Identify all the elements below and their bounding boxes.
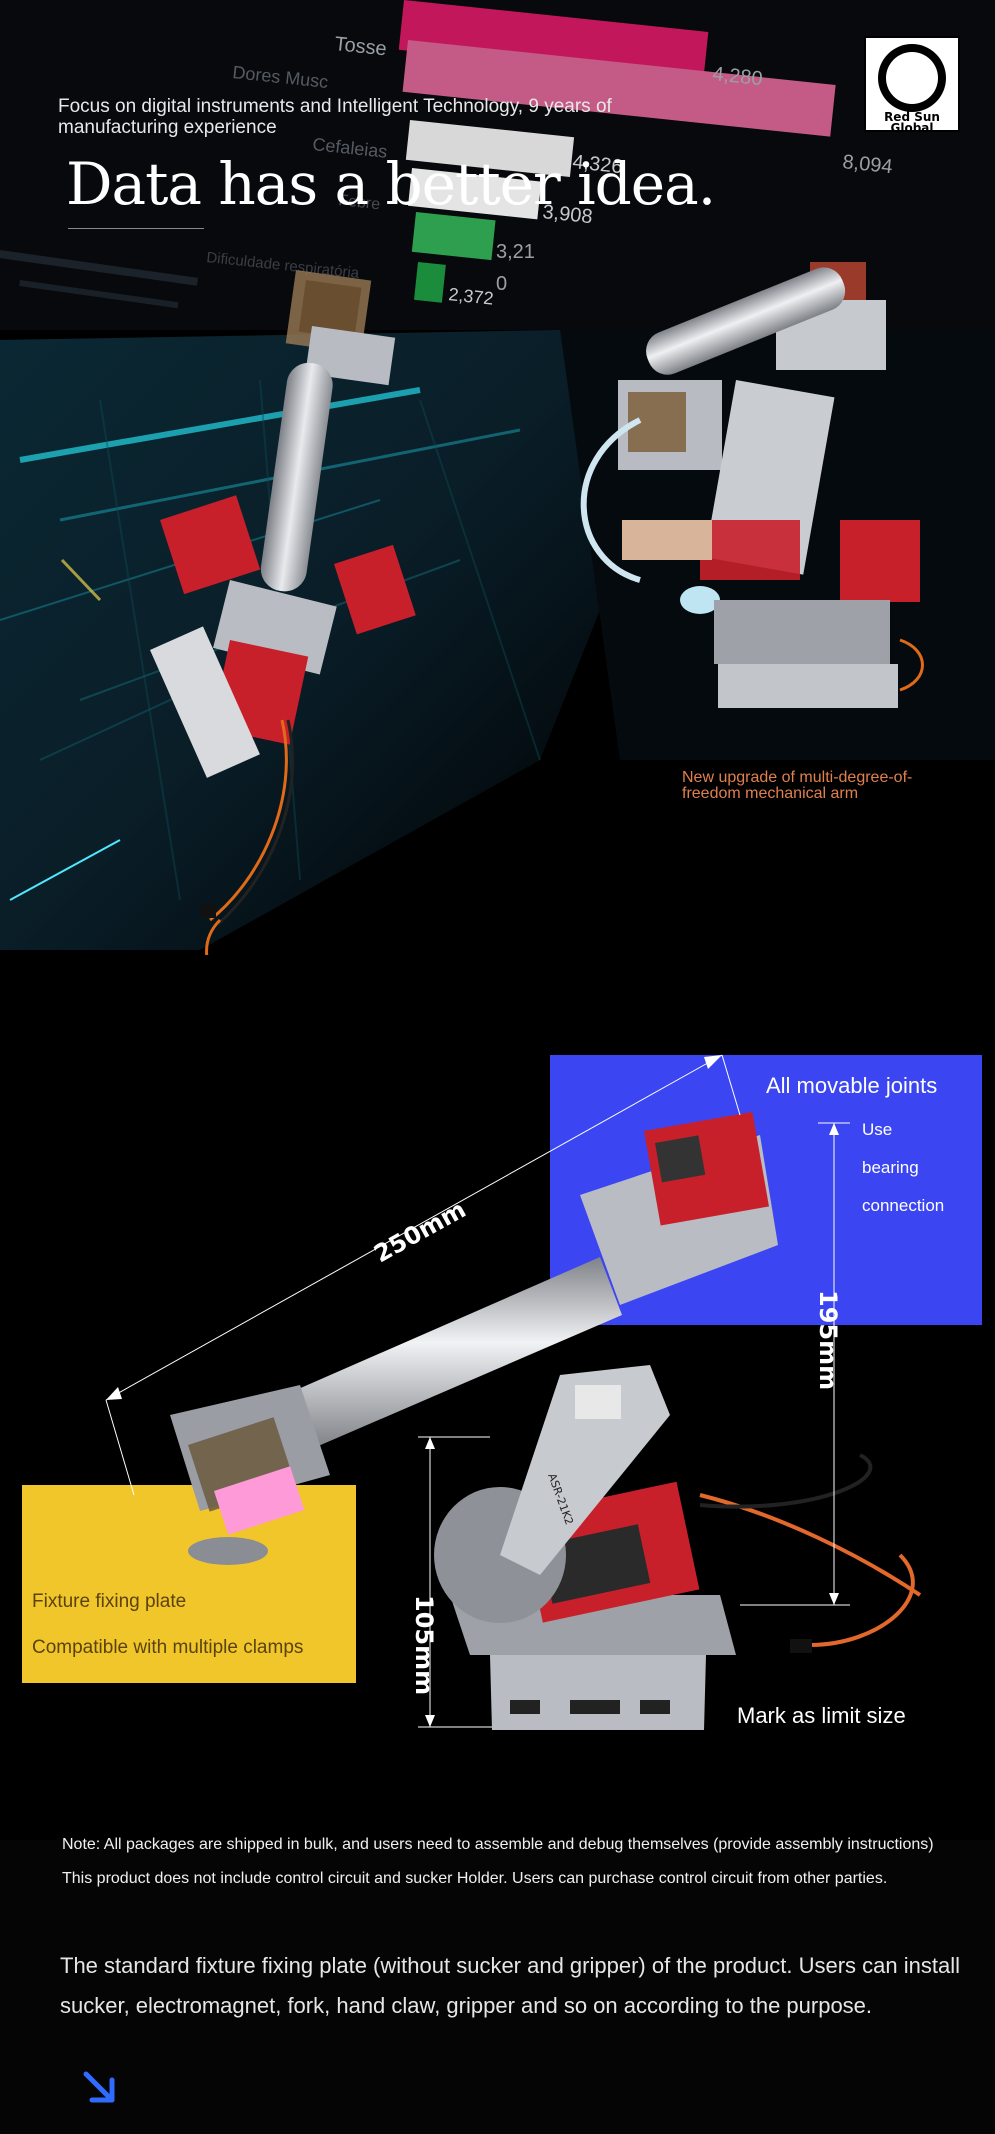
bg-bar bbox=[405, 120, 575, 178]
bg-bar bbox=[398, 0, 709, 82]
bg-bar bbox=[408, 168, 542, 220]
fixture-info-box bbox=[22, 1485, 356, 1683]
arrow-down-right-icon bbox=[83, 2071, 115, 2103]
bg-chart-value: 8,094 bbox=[841, 151, 893, 178]
circle-logo-icon bbox=[878, 44, 946, 112]
assembly-note: Note: All packages are shipped in bulk, … bbox=[62, 1836, 934, 1853]
dim-base-label: 105mm bbox=[410, 1595, 438, 1695]
standard-fixture-description: The standard fixture fixing plate (witho… bbox=[60, 1953, 961, 2018]
limit-size-caption: Mark as limit size bbox=[737, 1703, 906, 1728]
bg-chart-label: Tosse bbox=[333, 33, 387, 60]
hero-background: Tosse Dores Musc Cefaleias Febre Dificul… bbox=[0, 0, 995, 955]
control-circuit-note: This product does not include control ci… bbox=[62, 1870, 888, 1887]
robot-arm-left-image bbox=[149, 270, 416, 955]
brand-logo: Red Sun Global bbox=[864, 36, 960, 135]
dimension-diagram-section: ASR-21K2 250mm 195mm 105mm All movable j… bbox=[0, 955, 995, 1840]
logo-text: Red Sun Global bbox=[884, 110, 940, 135]
hero-tagline: Focus on digital instruments and Intelli… bbox=[58, 96, 612, 138]
joints-line: connection bbox=[862, 1196, 945, 1215]
bg-bar bbox=[414, 262, 446, 303]
bg-chart-label: Febre bbox=[338, 192, 381, 213]
joints-title: All movable joints bbox=[766, 1073, 938, 1098]
notes-section bbox=[0, 1840, 995, 2134]
hero-section: Tosse Dores Musc Cefaleias Febre Dificul… bbox=[0, 0, 995, 955]
arm-dimension-diagram: ASR-21K2 250mm 195mm 105mm bbox=[105, 1054, 922, 1730]
hero-headline: Data has a better idea. bbox=[66, 150, 716, 218]
fixture-line: Compatible with multiple clamps bbox=[32, 1637, 304, 1658]
bg-bar bbox=[411, 211, 496, 261]
bg-chart-value: 3,21 bbox=[496, 241, 535, 263]
dim-length-label: 250mm bbox=[369, 1195, 470, 1268]
fixture-line: Fixture fixing plate bbox=[32, 1591, 187, 1612]
headline-underline bbox=[68, 228, 204, 229]
bg-chart-value: 0 bbox=[496, 273, 507, 295]
bg-chart-value: 4,280 bbox=[711, 63, 763, 90]
dimension-arrowheads bbox=[106, 1055, 839, 1727]
dim-height-label: 195mm bbox=[814, 1290, 842, 1390]
joints-line: Use bbox=[862, 1120, 893, 1139]
bg-bar bbox=[402, 39, 836, 137]
robot-arm-main-image: ASR-21K2 bbox=[170, 1111, 922, 1730]
upgrade-caption: New upgrade of multi-degree-of-freedom m… bbox=[682, 769, 913, 802]
bg-chart-value: 3,908 bbox=[541, 201, 593, 228]
joints-line: bearing bbox=[862, 1158, 919, 1177]
bg-chart-value: 4,326 bbox=[571, 151, 623, 178]
bg-chart-value: 2,372 bbox=[448, 284, 495, 309]
robot-arm-right-image bbox=[580, 262, 924, 708]
